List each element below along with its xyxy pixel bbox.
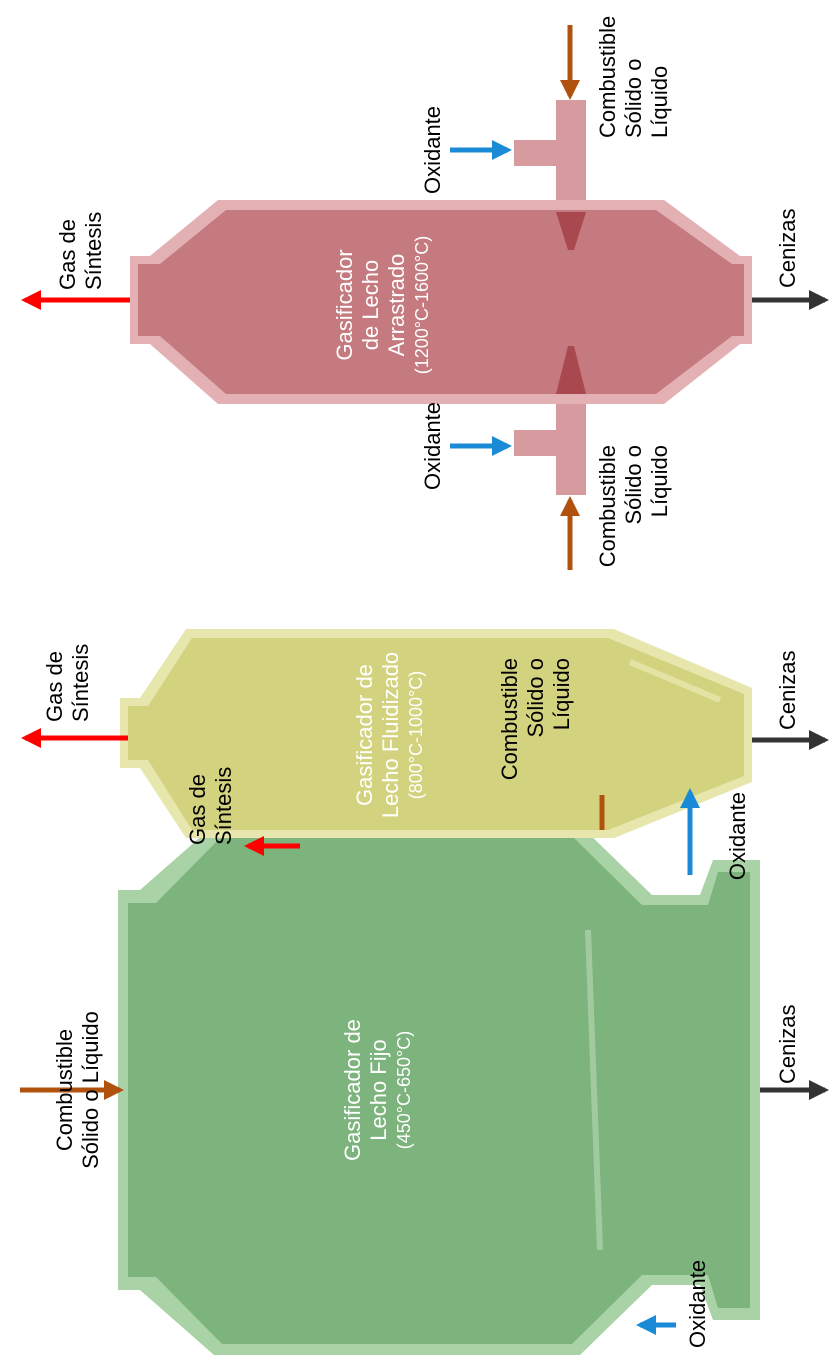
fixed-bed-gasifier: [118, 825, 760, 1355]
entrained-top-fuel-2: Sólido o: [621, 58, 646, 138]
fluidized-oxidant: Oxidante: [725, 792, 750, 880]
entrained-top-oxidant: Oxidante: [420, 106, 445, 194]
fixed-title-2: Lecho Fijo: [366, 1039, 391, 1141]
entrained-bed-body: [138, 210, 744, 394]
fluidized-fuel-3: Líquido: [549, 658, 574, 730]
fluidized-bed-body: [128, 638, 744, 830]
entrained-gas-1: Gas de: [55, 219, 80, 290]
fluidized-bed-gasifier: [120, 629, 752, 838]
fluidized-title-2: Lecho Fluidizado: [378, 652, 403, 818]
entrained-bottom-fuel-2: Sólido o: [621, 445, 646, 525]
entrained-ash: Cenizas: [775, 209, 800, 288]
entrained-top-fuel-3: Líquido: [647, 66, 672, 138]
fixed-ash: Cenizas: [775, 1005, 800, 1084]
entrained-title-3: Arrastrado: [384, 254, 409, 357]
arrows: [20, 25, 829, 1335]
fluidized-title-1: Gasificador de: [352, 664, 377, 806]
labels: Gasificador de Lecho Fijo (450°C-650°C) …: [42, 16, 800, 1348]
fixed-temp: (450°C-650°C): [394, 1031, 414, 1149]
entrained-bottom-fuel-3: Líquido: [647, 445, 672, 517]
entrained-temp: (1200°C-1600°C): [412, 236, 432, 374]
fixed-gas-1: Gas de: [185, 774, 210, 845]
fixed-bed-highlight: [585, 929, 603, 1251]
entrained-top-nozzle: [556, 212, 586, 250]
fixed-oxidant: Oxidante: [685, 1260, 710, 1348]
entrained-bottom-nozzle: [556, 346, 586, 394]
entrained-bottom-fuel-1: Combustible: [595, 445, 620, 567]
fluidized-fuel-2: Sólido o: [523, 658, 548, 738]
fluidized-bed-highlight: [628, 659, 722, 703]
fixed-gas-2: Síntesis: [211, 767, 236, 845]
entrained-title-1: Gasificador: [332, 249, 357, 360]
fluidized-gas-1: Gas de: [42, 651, 67, 722]
entrained-gas-2: Síntesis: [81, 212, 106, 290]
entrained-top-fuel-1: Combustible: [595, 16, 620, 138]
entrained-top-pipe: [514, 100, 586, 212]
fluidized-gas-2: Síntesis: [68, 644, 93, 722]
fixed-fuel-2: Sólido o Líquido: [78, 1011, 103, 1169]
entrained-bottom-oxidant: Oxidante: [420, 402, 445, 490]
fixed-fuel-1: Combustible: [52, 1029, 77, 1151]
fluidized-temp: (800°C-1000°C): [406, 671, 426, 799]
entrained-bottom-pipe: [514, 376, 586, 495]
entrained-bed-gasifier: [130, 100, 752, 495]
fluidized-fuel-1: Combustible: [497, 658, 522, 780]
fluidized-ash: Cenizas: [775, 651, 800, 730]
fixed-title-1: Gasificador de: [340, 1019, 365, 1161]
fixed-bed-body: [128, 836, 750, 1344]
entrained-title-2: de Lecho: [358, 260, 383, 351]
